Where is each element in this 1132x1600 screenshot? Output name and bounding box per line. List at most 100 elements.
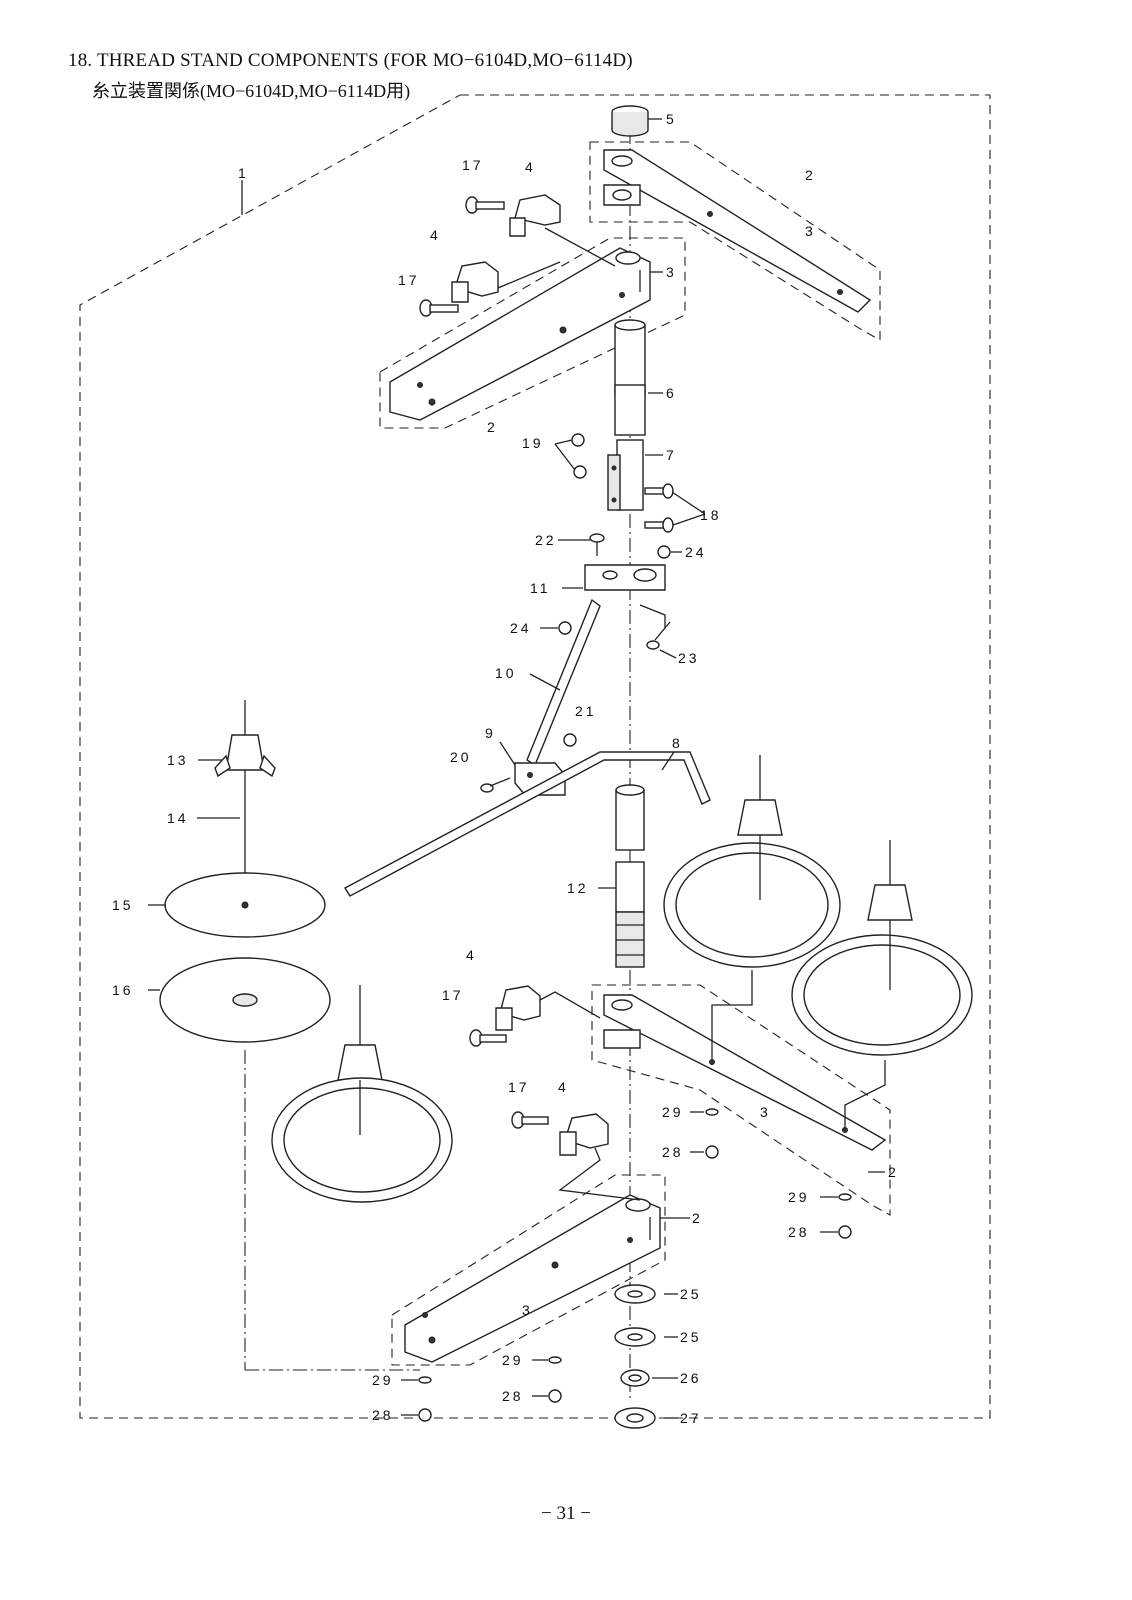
page-subtitle: 糸立装置関係(MO−6104D,MO−6114D用)	[92, 81, 411, 101]
callout-27: 27	[680, 1410, 702, 1426]
part-11-block	[584, 564, 666, 591]
callout-17c: 17	[442, 987, 464, 1003]
part-24-nut-a	[657, 545, 671, 559]
part-2-upper-left-arm	[389, 247, 651, 421]
callout-16: 16	[112, 982, 134, 998]
part-4-clamp-upper-b	[451, 261, 499, 303]
callout-5: 5	[666, 111, 677, 127]
part-28-nut-b	[838, 1225, 852, 1239]
part-29-washer-a	[705, 1108, 719, 1116]
part-29-washer-d	[418, 1376, 432, 1384]
callout-28d: 28	[372, 1407, 394, 1423]
part-28-nut-d	[418, 1408, 432, 1422]
callout-6: 6	[666, 385, 677, 401]
callout-10: 10	[495, 665, 517, 681]
part-18-screw-a	[644, 483, 674, 499]
part-20-screw	[480, 777, 511, 793]
callout-29b: 29	[788, 1189, 810, 1205]
callout-22: 22	[535, 532, 557, 548]
callout-29d: 29	[372, 1372, 394, 1388]
callout-29c: 29	[502, 1352, 524, 1368]
callout-28c: 28	[502, 1388, 524, 1404]
assembly-boundary	[79, 94, 991, 1419]
part-17-screw-upper-a	[465, 196, 505, 214]
part-4-clamp-lower-a	[495, 985, 541, 1031]
part-2-lower-right-arm	[603, 994, 887, 1151]
callout-28a: 28	[662, 1144, 684, 1160]
callout-24a: 24	[685, 544, 707, 560]
callout-25a: 25	[680, 1286, 702, 1302]
callout-14: 14	[167, 810, 189, 826]
part-13-spool-holder	[214, 700, 276, 778]
part-19-nut-b	[573, 465, 587, 479]
part-12-lower-tube	[615, 784, 645, 968]
callout-1: 1	[238, 165, 249, 181]
callout-8: 8	[672, 735, 683, 751]
part-2-lower-left-arm	[404, 1194, 661, 1363]
callout-2b: 2	[487, 419, 498, 435]
part-22-screw	[589, 533, 605, 556]
callout-3b: 3	[666, 264, 677, 280]
upper-right-arm-group	[589, 141, 881, 341]
callout-4b: 4	[430, 227, 441, 243]
callout-3a: 3	[805, 223, 816, 239]
spool-stand-right-1	[663, 755, 841, 968]
part-19-nut-a	[571, 433, 585, 447]
callout-12: 12	[567, 880, 589, 896]
part-28-nut-a	[705, 1145, 719, 1159]
callout-23: 23	[678, 650, 700, 666]
lower-left-arm-group	[391, 1174, 666, 1366]
callout-24b: 24	[510, 620, 532, 636]
part-29-washer-c	[548, 1356, 562, 1364]
callout-4a: 4	[525, 159, 536, 175]
callout-29a: 29	[662, 1104, 684, 1120]
callout-28b: 28	[788, 1224, 810, 1240]
part-25-washer-b	[614, 1327, 656, 1347]
callout-2d: 2	[692, 1210, 703, 1226]
callout-11: 11	[530, 580, 551, 596]
part-23-screw	[646, 621, 671, 650]
part-2-upper-right-arm	[603, 149, 872, 313]
lower-right-arm-group	[591, 984, 891, 1216]
part-6-upper-tube	[614, 319, 646, 436]
part-21-nut	[563, 733, 577, 747]
callout-25b: 25	[680, 1329, 702, 1345]
part-29-washer-b	[838, 1193, 852, 1201]
part-25-washer-a	[614, 1284, 656, 1304]
callout-13: 13	[167, 752, 189, 768]
callout-3d: 3	[522, 1302, 533, 1318]
callout-21: 21	[575, 703, 597, 719]
callout-4c: 4	[466, 947, 477, 963]
page-title: 18. THREAD STAND COMPONENTS (FOR MO−6104…	[68, 50, 633, 71]
callout-15: 15	[112, 897, 134, 913]
callout-19: 19	[522, 435, 544, 451]
callout-3c: 3	[760, 1104, 771, 1120]
part-7-joint	[607, 439, 644, 511]
leader-lines	[148, 118, 885, 1419]
part-27-washer	[614, 1407, 656, 1429]
spool-stand-left-lower	[271, 985, 453, 1203]
page-number: − 31 −	[541, 1503, 591, 1524]
callout-17b: 17	[398, 272, 420, 288]
callout-7: 7	[666, 447, 677, 463]
part-17-screw-upper-b	[419, 299, 459, 317]
callout-9: 9	[485, 725, 496, 741]
callout-2c: 2	[888, 1164, 899, 1180]
callout-20: 20	[450, 749, 472, 765]
callout-4d: 4	[558, 1079, 569, 1095]
part-4-clamp-upper-a	[509, 194, 561, 237]
part-5-cap	[611, 105, 649, 137]
part-17-screw-lower-b	[511, 1111, 549, 1129]
part-24-nut-b	[558, 621, 572, 635]
callout-17a: 17	[462, 157, 484, 173]
part-18-screw-b	[644, 517, 674, 533]
callout-2a: 2	[805, 167, 816, 183]
part-28-nut-c	[548, 1389, 562, 1403]
callout-labels: 1 5 17 4 2 3 4 3 17 6 2 19 7 18 22 24 11…	[112, 111, 899, 1426]
part-4-clamp-lower-b	[559, 1113, 609, 1156]
spool-stand-right-2	[791, 840, 973, 1056]
callout-26: 26	[680, 1370, 702, 1386]
part-26-washer	[620, 1369, 650, 1387]
part-8-bar	[344, 751, 711, 897]
